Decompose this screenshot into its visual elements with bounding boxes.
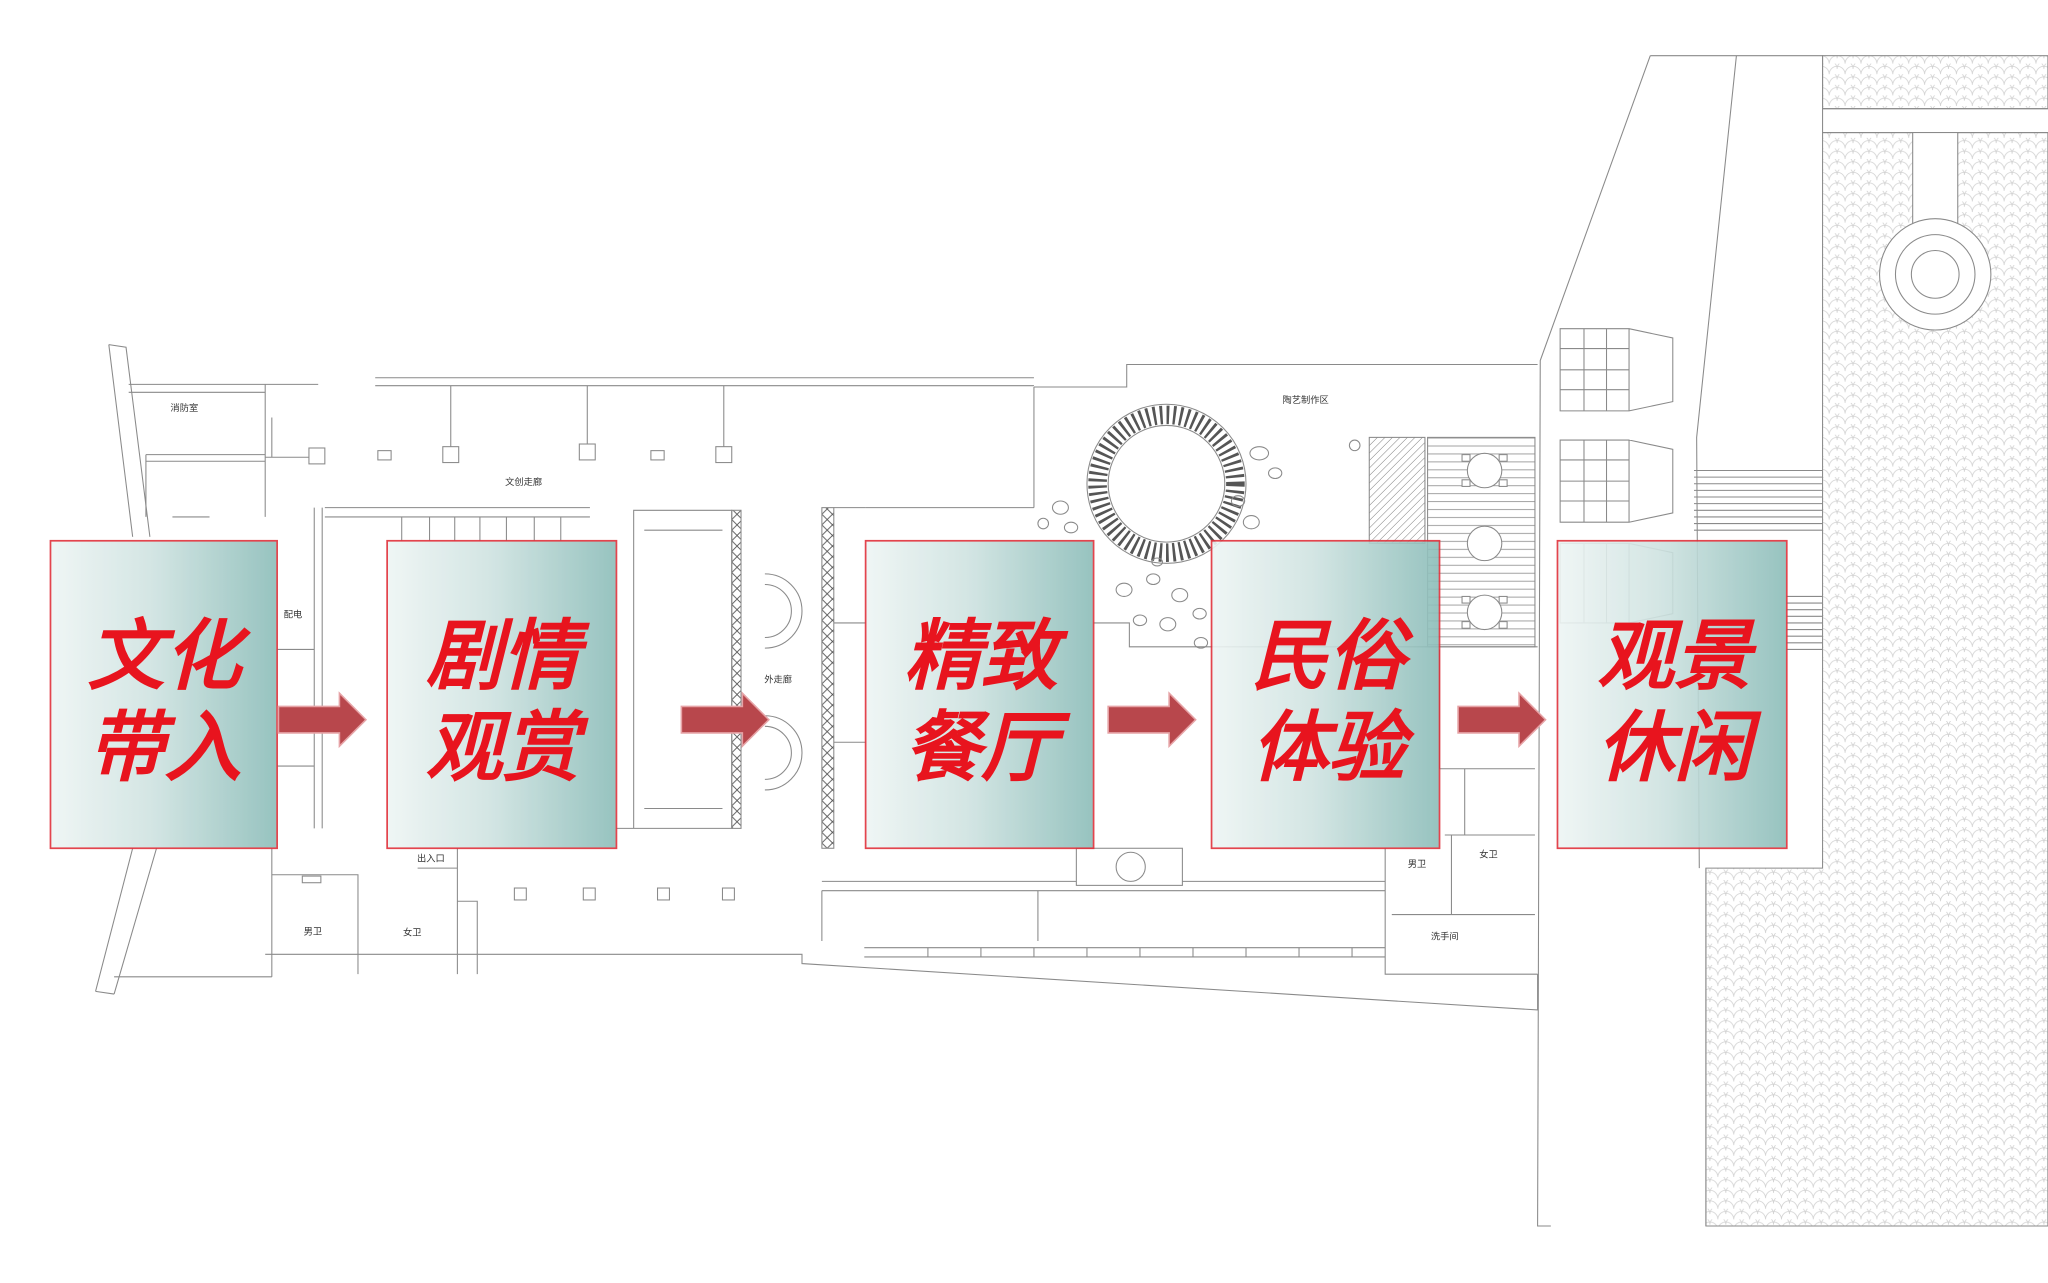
round-viewing-platform <box>1879 132 1992 331</box>
stage-1-line-1: 文化 <box>88 613 252 702</box>
stage-4-line-2: 体验 <box>1251 704 1415 793</box>
waterfront-paving <box>1537 55 2048 1227</box>
courtyard-building: 陶艺制作区 <box>865 363 1538 648</box>
stage-box-2-panel <box>386 539 618 850</box>
stage-3-line-1: 精致 <box>904 613 1069 702</box>
landscape-rocks <box>1037 439 1361 649</box>
fire-control-room-label: 消防室 <box>170 402 198 414</box>
stage-box-1-panel <box>49 539 278 850</box>
wooden-deck-tables <box>1427 436 1536 648</box>
stage-box-2: 剧情 观赏 <box>386 539 618 850</box>
bottom-left-rooms: 男卫 女卫 出入口 <box>271 848 735 977</box>
washroom-label: 洗手间 <box>1431 931 1459 943</box>
flow-arrow-2 <box>680 691 770 749</box>
stage-5-line-2: 休闲 <box>1597 704 1762 793</box>
mens-restroom-left-label: 男卫 <box>304 926 323 937</box>
womens-restroom-left-label: 女卫 <box>403 927 422 939</box>
stage-2-line-1: 剧情 <box>426 613 591 702</box>
outer-corridor-arcs: 外走廊 <box>764 573 803 791</box>
flow-arrow-1 <box>277 691 368 749</box>
restaurant-wall <box>821 507 866 849</box>
theatre-area <box>277 507 742 829</box>
outer-corridor-label: 外走廊 <box>764 674 792 686</box>
womens-restroom-right-label: 女卫 <box>1479 849 1498 861</box>
bottom-right-rooms: 男卫 女卫 洗手间 <box>1384 649 1538 975</box>
stage-1-line-2: 带入 <box>88 704 242 793</box>
top-corridor: 文创走廊 <box>375 377 1034 488</box>
flow-arrow-4 <box>1457 691 1547 749</box>
stairs-right <box>1693 469 1823 650</box>
cultural-corridor-label: 文创走廊 <box>505 476 542 488</box>
hatched-planter <box>1368 436 1426 544</box>
stage-box-4-panel <box>1210 539 1441 850</box>
stage-box-3: 精致 餐厅 <box>864 539 1095 850</box>
stage-box-4: 民俗 体验 <box>1210 539 1441 850</box>
entrance-label: 出入口 <box>417 853 445 865</box>
left-wing-walls: 消防室 配电 <box>95 344 326 995</box>
waterfront-promenade <box>265 847 1539 1011</box>
stage-3-line-2: 餐厅 <box>904 704 1071 793</box>
stage-5-line-1: 观景 <box>1597 613 1757 702</box>
pottery-area-label: 陶艺制作区 <box>1282 394 1328 406</box>
circular-pavilion <box>1086 403 1247 564</box>
stage-box-3-panel <box>864 539 1095 850</box>
mens-restroom-right-label: 男卫 <box>1408 859 1427 870</box>
power-room-label: 配电 <box>284 609 303 621</box>
floor-plan: 陶艺制作区 <box>95 55 2048 1227</box>
stage-box-1: 文化 带入 <box>49 539 278 850</box>
stage-box-5: 观景 休闲 <box>1556 539 1788 850</box>
stage-2-line-2: 观赏 <box>426 704 590 793</box>
stage-4-line-1: 民俗 <box>1251 613 1414 702</box>
stage-box-5-panel <box>1556 539 1788 850</box>
flow-arrow-3 <box>1107 691 1197 749</box>
